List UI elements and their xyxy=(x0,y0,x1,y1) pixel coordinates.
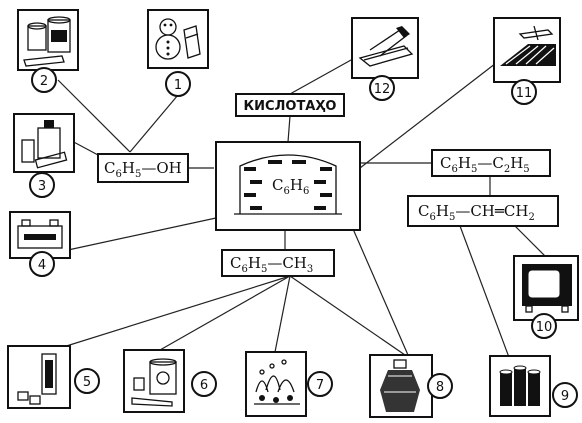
acids-box: КИСЛОТАҲО xyxy=(235,93,345,117)
number-badge-11: 11 xyxy=(516,86,533,101)
television-icon xyxy=(522,264,572,313)
number-badge-7: 7 xyxy=(316,378,324,393)
paint-cans-icon xyxy=(23,16,71,67)
number-badge-4: 4 xyxy=(38,258,46,273)
phenol-box: C6H5—OH xyxy=(97,153,189,183)
item-6: 6 xyxy=(123,349,217,413)
battery-icon xyxy=(17,219,63,249)
film-rolls-icon xyxy=(499,365,541,406)
phenol-formula: C6H5—OH xyxy=(104,159,182,180)
item-11: 11 xyxy=(493,17,561,105)
ethylbenzene-formula: C6H5—C2H5 xyxy=(440,154,530,175)
ethylbenzene-box: C6H5—C2H5 xyxy=(431,149,551,177)
brick-oven-icon xyxy=(234,154,342,215)
number-badge-12: 12 xyxy=(374,82,391,97)
item-2: 2 xyxy=(17,9,79,93)
styrene-formula: C6H5—CH═CH2 xyxy=(418,202,535,223)
number-badge-6: 6 xyxy=(200,378,208,393)
number-badge-1: 1 xyxy=(174,78,182,93)
chemical-package-icon xyxy=(17,353,57,405)
medicine-bottles-icon xyxy=(21,120,68,169)
item-5: 5 xyxy=(7,345,100,409)
paint-tube-can-icon xyxy=(131,358,177,407)
item-7: 7 xyxy=(245,351,333,417)
number-badge-3: 3 xyxy=(38,179,46,194)
number-badge-2: 2 xyxy=(40,74,48,89)
item-1: 1 xyxy=(147,9,209,97)
number-badge-8: 8 xyxy=(436,380,444,395)
number-badge-10: 10 xyxy=(536,320,553,335)
item-8: 8 xyxy=(369,354,453,418)
benzene-box: C6H6 xyxy=(215,141,361,231)
number-badge-5: 5 xyxy=(83,375,91,390)
item-10: 10 xyxy=(513,255,579,339)
fabric-roll-icon xyxy=(358,26,414,67)
snowman-toy-icon xyxy=(155,18,201,60)
toluene-box: C6H5—CH3 xyxy=(221,249,335,277)
item-4: 4 xyxy=(9,211,71,277)
acids-label: КИСЛОТАҲО xyxy=(244,99,337,114)
styrene-box: C6H5—CH═CH2 xyxy=(407,195,559,227)
plant-spray-icon xyxy=(254,359,300,405)
item-12: 12 xyxy=(351,17,419,101)
large-bottle-icon xyxy=(380,359,420,412)
toluene-formula: C6H5—CH3 xyxy=(230,254,313,275)
item-9: 9 xyxy=(489,355,578,417)
benzene-formula: C6H6 xyxy=(272,176,309,197)
item-3: 3 xyxy=(13,113,75,198)
number-badge-9: 9 xyxy=(561,389,569,404)
floor-plane-icon xyxy=(500,25,556,66)
connector-lines xyxy=(57,54,546,361)
